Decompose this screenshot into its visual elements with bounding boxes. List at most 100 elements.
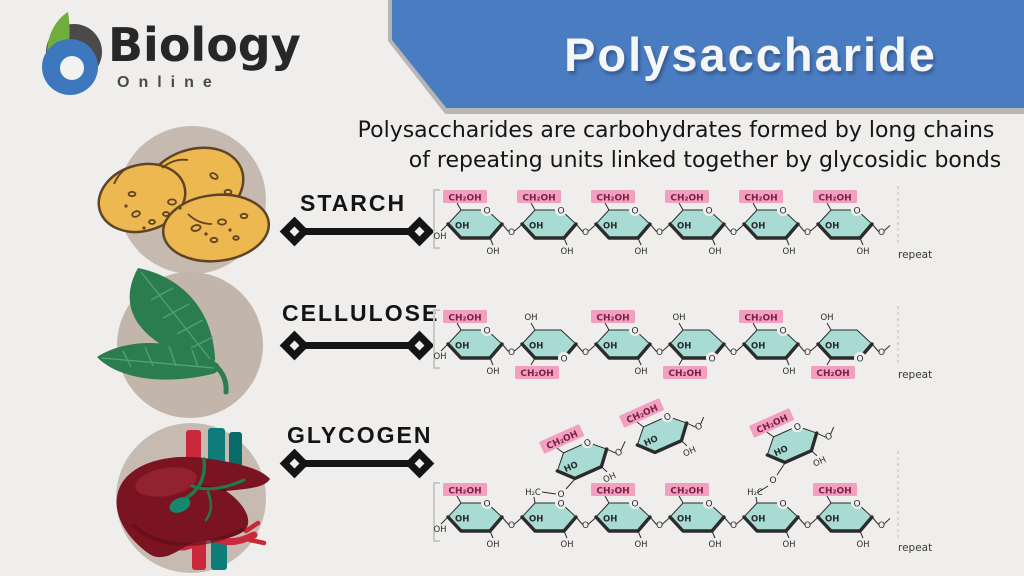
svg-text:OH: OH xyxy=(682,445,698,459)
potatoes-illustration-icon xyxy=(97,146,271,263)
diamond-endpoint-icon xyxy=(279,448,310,478)
svg-text:OH: OH xyxy=(560,247,573,257)
svg-text:O: O xyxy=(483,500,490,510)
svg-text:O: O xyxy=(508,348,515,358)
svg-text:OH: OH xyxy=(634,247,647,257)
svg-text:CH₂OH: CH₂OH xyxy=(522,194,555,204)
definition-text: Polysaccharides are carbohydrates formed… xyxy=(330,116,1022,176)
svg-text:OH: OH xyxy=(603,222,617,232)
svg-text:O: O xyxy=(708,355,715,365)
svg-text:CH₂OH: CH₂OH xyxy=(668,369,701,379)
svg-text:OH: OH xyxy=(486,247,499,257)
svg-text:H₂C: H₂C xyxy=(747,488,763,498)
diamond-endpoint-icon xyxy=(279,216,310,246)
svg-text:CH₂OH: CH₂OH xyxy=(520,369,553,379)
svg-text:CH₂OH: CH₂OH xyxy=(596,194,629,204)
svg-text:OH: OH xyxy=(529,342,543,352)
svg-text:O: O xyxy=(793,422,804,434)
svg-text:CH₂OH: CH₂OH xyxy=(596,314,629,324)
svg-text:O: O xyxy=(631,327,638,337)
svg-text:CH₂OH: CH₂OH xyxy=(818,194,851,204)
svg-text:O: O xyxy=(560,355,567,365)
leaves-illustration-icon xyxy=(97,268,229,395)
svg-text:O: O xyxy=(824,431,835,443)
svg-text:O: O xyxy=(856,355,863,365)
repeat-label: repeat xyxy=(898,249,932,261)
glycogen-connector-arrow xyxy=(279,448,435,478)
svg-text:O: O xyxy=(694,421,705,433)
svg-text:O: O xyxy=(557,207,564,217)
svg-text:O: O xyxy=(656,228,663,238)
svg-text:CH₂OH: CH₂OH xyxy=(596,487,629,497)
logo-brand-text: Biology xyxy=(108,18,301,72)
svg-text:O: O xyxy=(508,521,515,531)
svg-text:OH: OH xyxy=(603,515,617,525)
svg-text:OH: OH xyxy=(529,222,543,232)
svg-text:O: O xyxy=(663,412,674,424)
svg-text:CH₂OH: CH₂OH xyxy=(448,487,481,497)
svg-text:O: O xyxy=(730,348,737,358)
svg-text:OH: OH xyxy=(524,313,537,323)
svg-text:O: O xyxy=(508,228,515,238)
cellulose-label: CELLULOSE xyxy=(282,300,440,326)
svg-text:O: O xyxy=(631,207,638,217)
svg-text:OH: OH xyxy=(433,232,446,242)
title-banner: Polysaccharide xyxy=(392,0,1024,108)
svg-text:CH₂OH: CH₂OH xyxy=(744,194,777,204)
svg-text:O: O xyxy=(557,500,564,510)
svg-text:O: O xyxy=(582,521,589,531)
logo-subbrand-text: Online xyxy=(117,74,221,91)
svg-text:O: O xyxy=(878,521,885,531)
svg-text:OH: OH xyxy=(634,367,647,377)
svg-text:OH: OH xyxy=(634,540,647,550)
repeat-label: repeat xyxy=(898,369,932,381)
svg-text:OH: OH xyxy=(751,222,765,232)
svg-text:OH: OH xyxy=(677,342,691,352)
svg-text:OH: OH xyxy=(751,342,765,352)
svg-text:OH: OH xyxy=(708,540,721,550)
svg-text:O: O xyxy=(779,500,786,510)
svg-text:OH: OH xyxy=(825,222,839,232)
svg-text:O: O xyxy=(582,228,589,238)
arrow-line xyxy=(302,459,412,467)
svg-text:CH₂OH: CH₂OH xyxy=(448,194,481,204)
biology-online-logo: Biology Online xyxy=(20,6,360,112)
svg-text:OH: OH xyxy=(603,342,617,352)
svg-text:O: O xyxy=(705,207,712,217)
cellulose-connector-arrow xyxy=(279,330,435,360)
svg-text:H₂C: H₂C xyxy=(525,488,541,498)
svg-text:O: O xyxy=(614,447,625,459)
svg-text:O: O xyxy=(853,207,860,217)
svg-text:O: O xyxy=(804,521,811,531)
svg-text:O: O xyxy=(483,207,490,217)
svg-text:OH: OH xyxy=(820,313,833,323)
svg-text:OH: OH xyxy=(825,342,839,352)
arrow-line xyxy=(302,227,412,235)
page-title: Polysaccharide xyxy=(564,27,937,81)
svg-text:CH₂OH: CH₂OH xyxy=(818,487,851,497)
svg-text:O: O xyxy=(878,348,885,358)
svg-text:CH₂OH: CH₂OH xyxy=(816,369,849,379)
liver-illustration-icon xyxy=(116,428,270,570)
starch-connector-arrow xyxy=(279,216,435,246)
svg-text:OH: OH xyxy=(856,247,869,257)
svg-text:OH: OH xyxy=(486,540,499,550)
definition-line2: of repeating units linked together by gl… xyxy=(408,148,1002,173)
svg-text:OH: OH xyxy=(812,455,828,469)
svg-text:O: O xyxy=(656,521,663,531)
svg-text:OH: OH xyxy=(672,313,685,323)
svg-text:O: O xyxy=(631,500,638,510)
svg-text:OH: OH xyxy=(529,515,543,525)
svg-text:OH: OH xyxy=(825,515,839,525)
svg-text:O: O xyxy=(583,438,594,450)
svg-text:OH: OH xyxy=(782,540,795,550)
svg-text:CH₂OH: CH₂OH xyxy=(670,194,703,204)
svg-text:OH: OH xyxy=(677,515,691,525)
svg-text:O: O xyxy=(769,476,776,486)
svg-text:O: O xyxy=(804,228,811,238)
svg-text:OH: OH xyxy=(782,247,795,257)
